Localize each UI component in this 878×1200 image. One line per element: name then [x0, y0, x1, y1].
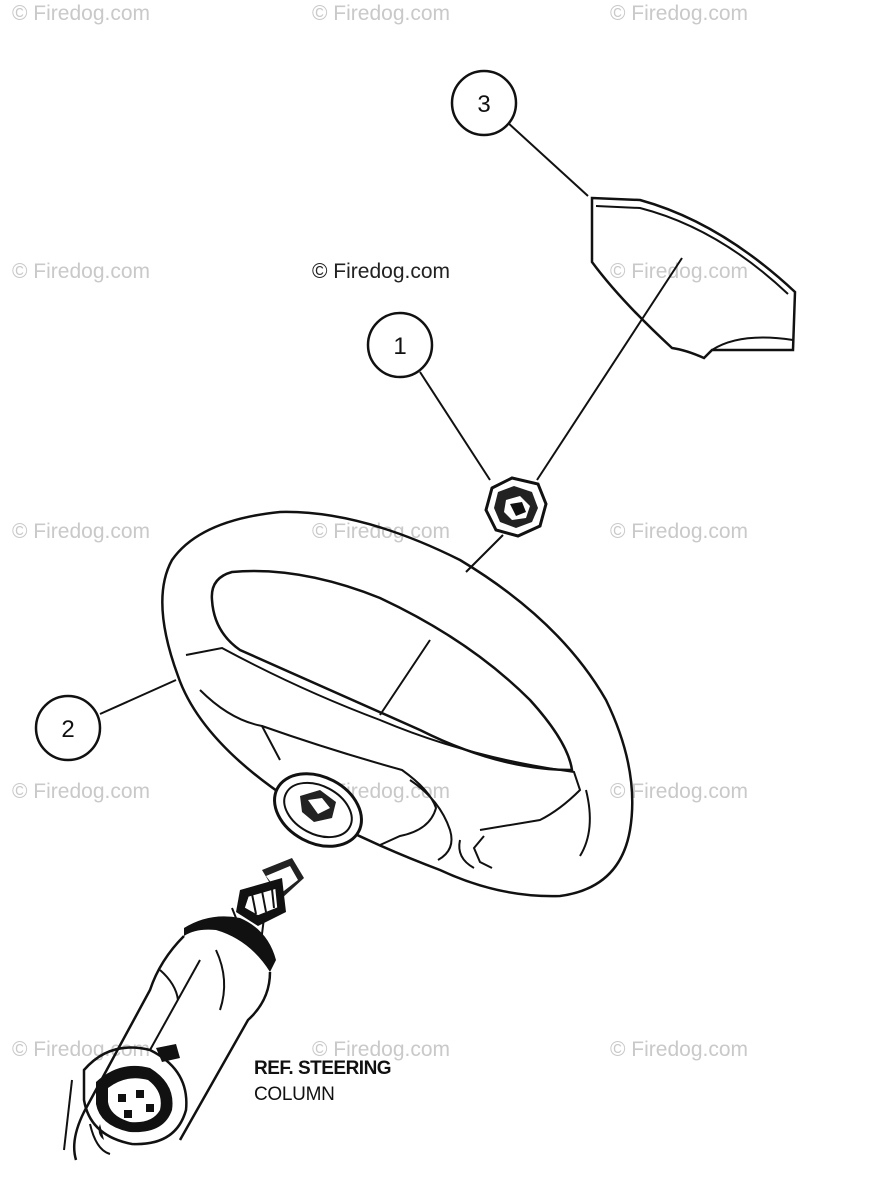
- watermark: © Firedog.com: [610, 2, 748, 25]
- watermark: © Firedog.com: [12, 520, 150, 543]
- watermark: © Firedog.com: [610, 260, 748, 283]
- callout-3: 3: [450, 69, 589, 197]
- reference-label: REF. STEERING COLUMN: [254, 1058, 392, 1105]
- watermark: © Firedog.com: [610, 780, 748, 803]
- assembly-axis-line: [536, 257, 683, 481]
- assembly-axis-line: [379, 639, 431, 716]
- watermark: © Firedog.com: [610, 520, 748, 543]
- watermark: © Firedog.com: [12, 260, 150, 283]
- watermark: © Firedog.com: [312, 2, 450, 25]
- ref-label-line2: COLUMN: [254, 1084, 335, 1105]
- watermark: © Firedog.com: [12, 2, 150, 25]
- nut-part: [484, 476, 548, 538]
- watermark-dark: © Firedog.com: [312, 260, 450, 283]
- watermark: © Firedog.com: [312, 520, 450, 543]
- callout-circle: [34, 694, 102, 762]
- watermark: © Firedog.com: [12, 780, 150, 803]
- callout-circle: [450, 69, 518, 137]
- watermark-layer: © Firedog.com © Firedog.com © Firedog.co…: [12, 2, 748, 1061]
- callout-circle: [366, 311, 434, 379]
- cover-cap-part: [590, 196, 797, 360]
- ref-label-line1: REF. STEERING: [254, 1058, 391, 1079]
- watermark: © Firedog.com: [312, 1038, 450, 1061]
- callout-number: 2: [61, 716, 74, 743]
- watermark: © Firedog.com: [610, 1038, 748, 1061]
- steering-column-ref: [63, 858, 304, 1161]
- callout-1: 1: [366, 311, 491, 481]
- callout-number: 3: [477, 91, 490, 118]
- steering-wheel-part: [161, 510, 634, 898]
- callout-number: 1: [393, 333, 406, 360]
- watermark: © Firedog.com: [12, 1038, 150, 1061]
- assembly-axis-line: [465, 534, 504, 573]
- callout-2: 2: [34, 679, 177, 762]
